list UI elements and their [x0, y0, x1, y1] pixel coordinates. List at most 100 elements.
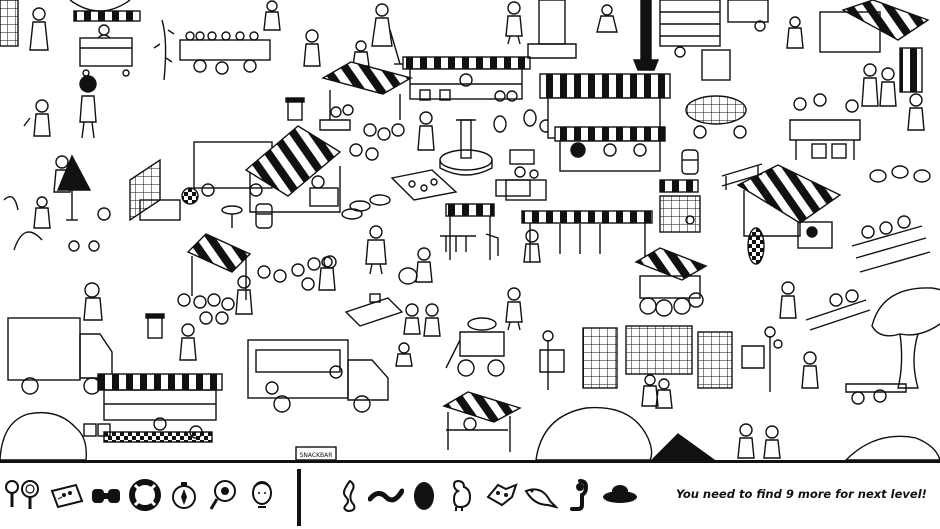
- pillar: [527, 0, 577, 59]
- stall-center-small: [505, 166, 547, 201]
- produce-heap: [257, 255, 337, 291]
- cypress-tree: [747, 227, 765, 265]
- bush-bottom-left: [0, 411, 87, 460]
- person: [79, 75, 97, 139]
- parasol: [56, 154, 92, 221]
- compass-icon[interactable]: [166, 477, 202, 513]
- person: [53, 155, 71, 193]
- person: [641, 374, 673, 409]
- seahorse-silhouette-icon[interactable]: [330, 477, 366, 513]
- wheelbarrow: [685, 95, 747, 139]
- stall-baskets: [659, 179, 701, 233]
- person: [179, 323, 197, 361]
- pottery-table: [153, 19, 271, 81]
- cart-pot: [445, 317, 505, 377]
- hens: [869, 165, 931, 183]
- stall-top-center: [402, 56, 531, 102]
- trash-bin: [285, 97, 305, 121]
- rug-goods: [344, 293, 404, 327]
- bush-outline: [69, 0, 131, 12]
- tree-right: [871, 287, 940, 389]
- rug-food: [390, 169, 458, 201]
- stall-long-center: [521, 210, 653, 263]
- person-with-rake: [371, 3, 408, 65]
- market-illustration[interactable]: SNACKBAR: [0, 0, 940, 460]
- stall-top-right: [786, 0, 930, 131]
- eel-silhouette-icon[interactable]: [368, 477, 404, 513]
- picnic-table-right: [851, 215, 931, 273]
- person: [318, 256, 336, 291]
- person: [801, 351, 819, 389]
- delivery-truck: [7, 317, 113, 395]
- stall-ceramics: [177, 233, 252, 325]
- stall-top-left: [73, 10, 141, 77]
- crates-small: [83, 423, 111, 437]
- produce-table: [319, 104, 405, 161]
- display-panels: [539, 325, 765, 389]
- umbrella-bottom: [651, 433, 716, 460]
- fish-icon[interactable]: [522, 477, 558, 513]
- stall-bottom-center: [442, 391, 522, 452]
- person: [779, 281, 797, 319]
- treasure-map-icon[interactable]: [48, 477, 84, 513]
- life-ring-icon[interactable]: [127, 477, 163, 513]
- stall-mid-right: [539, 73, 671, 172]
- food-truck: [247, 339, 389, 413]
- magnifying-glass-icon[interactable]: [0, 477, 19, 513]
- bowls-display: [341, 194, 391, 220]
- person: [29, 7, 49, 51]
- dining-table: [789, 93, 861, 160]
- person: [235, 275, 253, 315]
- person: [596, 4, 618, 33]
- bush-bottom-right: [845, 435, 940, 460]
- bench: [721, 163, 763, 190]
- fountain: [439, 119, 493, 176]
- person: [737, 423, 781, 459]
- person: [505, 1, 523, 45]
- dodo-bird-icon[interactable]: [444, 477, 480, 513]
- cooler-box: [701, 49, 731, 81]
- person: [23, 99, 51, 137]
- items-remaining-message: You need to find 9 more for next level!: [676, 487, 927, 501]
- crate-cart: [659, 0, 721, 58]
- binoculars-icon[interactable]: [88, 477, 124, 513]
- round-table: [221, 205, 243, 228]
- flower-bouquet-icon[interactable]: [484, 477, 520, 513]
- person: [33, 196, 51, 229]
- crate-stack: [0, 0, 19, 47]
- picnic-group: [805, 289, 907, 405]
- cobra-silhouette-icon[interactable]: [562, 477, 598, 513]
- stall-right-center: [634, 247, 708, 317]
- person: [352, 40, 370, 67]
- plants-left: [3, 196, 111, 252]
- lamp-post: [632, 0, 660, 71]
- lamp-stands: [542, 326, 783, 392]
- bust-head-icon[interactable]: [244, 477, 280, 513]
- snackbar-label: SNACKBAR: [300, 452, 333, 459]
- crates-center: [495, 149, 535, 197]
- barrel: [255, 203, 273, 229]
- bush-bottom-center: [535, 406, 653, 460]
- snackbar-sign: [295, 446, 337, 460]
- stall-clothing: [440, 203, 499, 260]
- person: [365, 225, 387, 275]
- pots: [493, 109, 553, 133]
- ufo-silhouette-icon[interactable]: [602, 477, 638, 513]
- vendor-cart: [727, 0, 769, 32]
- barrel: [681, 149, 699, 175]
- person: [303, 29, 321, 67]
- magnifying-glass-icon[interactable]: [12, 477, 48, 513]
- chair-stall-left: [129, 158, 199, 222]
- stall-bottom-left: [97, 373, 223, 443]
- item-tray: You need to find 9 more for next level!: [0, 460, 940, 529]
- market-scene[interactable]: SNACKBAR: [0, 0, 940, 460]
- people-pair: [395, 303, 441, 367]
- egg-silhouette-icon[interactable]: [406, 477, 442, 513]
- person: [83, 282, 103, 321]
- person: [417, 111, 435, 151]
- person: [505, 287, 523, 331]
- pan-icon[interactable]: [205, 477, 241, 513]
- tent-right: [736, 164, 842, 249]
- person: [263, 0, 281, 31]
- awning-left-small: [321, 61, 413, 120]
